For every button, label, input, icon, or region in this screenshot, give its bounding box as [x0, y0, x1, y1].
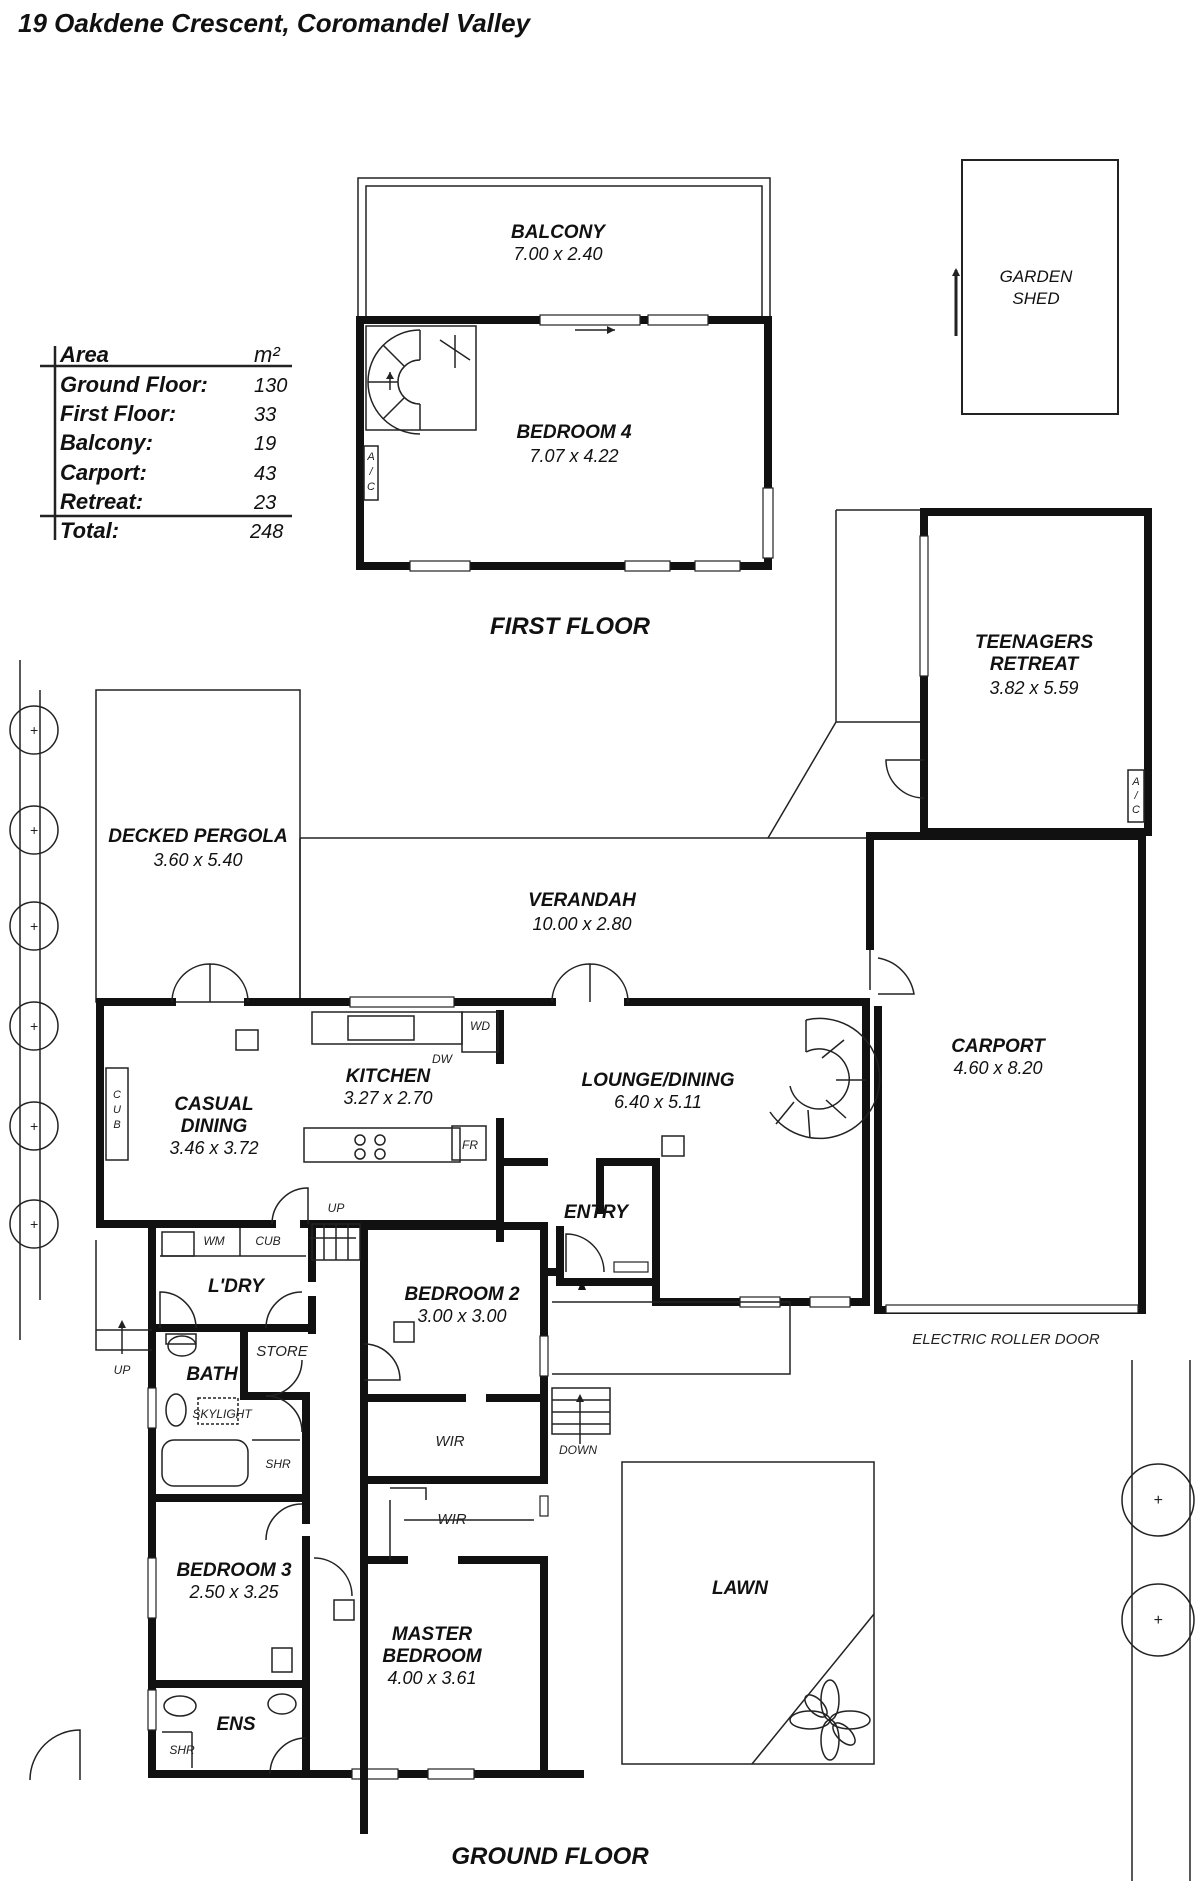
down-label: DOWN [559, 1443, 597, 1457]
casual-dining-label: CASUAL [174, 1094, 253, 1115]
wir-label: WIR [437, 1511, 466, 1528]
laundry-label: L'DRY [208, 1276, 266, 1297]
shed-label: SHED [1012, 289, 1059, 308]
balcony-label: BALCONY [511, 222, 607, 243]
property-title: 19 Oakdene Crescent, Coromandel Valley [18, 8, 532, 38]
area-row-value: 19 [254, 433, 276, 455]
bedroom2-label: BEDROOM 2 [404, 1284, 520, 1305]
tree-icon: + + + + + + [9, 660, 59, 1340]
verandah-dims: 10.00 x 2.80 [532, 914, 631, 934]
svg-text:+: + [1153, 1612, 1162, 1629]
kitchen-label: KITCHEN [346, 1066, 432, 1087]
ground-floor: + + + + + + + + DECKED PERGOLA 3.60 x 5.… [9, 508, 1195, 1881]
balcony-dims: 7.00 x 2.40 [513, 244, 602, 264]
lounge-dims: 6.40 x 5.11 [614, 1092, 702, 1112]
bedroom3-label: BEDROOM 3 [176, 1560, 292, 1581]
area-row-label: Ground Floor: [60, 372, 208, 397]
carport-label: CARPORT [951, 1036, 1046, 1057]
lawn-label: LAWN [712, 1578, 769, 1599]
cub-label: CUB [255, 1234, 280, 1248]
ac-letter: C [367, 481, 375, 493]
area-unit: m² [254, 342, 280, 367]
bedroom2-dims: 3.00 x 3.00 [417, 1306, 506, 1326]
store-label: STORE [256, 1343, 308, 1360]
casual-dining-dims: 3.46 x 3.72 [169, 1138, 258, 1158]
shr-label: SHR [265, 1457, 291, 1471]
entry-label: ENTRY [564, 1202, 630, 1223]
ac-letter: / [368, 466, 373, 478]
area-row-value: 130 [254, 375, 287, 397]
cub-letter: U [113, 1104, 121, 1116]
bedroom4-dims: 7.07 x 4.22 [529, 446, 618, 466]
area-total-label: Total: [60, 518, 119, 543]
retreat-dims: 3.82 x 5.59 [989, 678, 1078, 698]
ac-letter: A [1131, 776, 1139, 788]
retreat-label: TEENAGERS [975, 632, 1094, 653]
garden-shed: GARDEN SHED [952, 159, 1119, 415]
pergola-dims: 3.60 x 5.40 [153, 850, 242, 870]
svg-text:+: + [30, 1216, 38, 1232]
ac-letter: A [366, 451, 374, 463]
svg-text:+: + [1153, 1492, 1162, 1509]
area-table: Area m² Ground Floor: 130 First Floor: 3… [40, 342, 292, 543]
roller-door-label: ELECTRIC ROLLER DOOR [912, 1331, 1100, 1348]
shed-label: GARDEN [1000, 267, 1073, 286]
up-label: UP [328, 1201, 345, 1215]
area-header: Area [59, 342, 109, 367]
svg-text:+: + [30, 722, 38, 738]
pergola-label: DECKED PERGOLA [108, 826, 287, 847]
verandah-label: VERANDAH [528, 890, 637, 911]
wir-label: WIR [435, 1433, 464, 1450]
carport-dims: 4.60 x 8.20 [953, 1058, 1042, 1078]
tree-icon: + + [1121, 1360, 1195, 1881]
area-row-label: Retreat: [60, 489, 143, 514]
master-dims: 4.00 x 3.61 [387, 1668, 476, 1688]
svg-text:+: + [30, 918, 38, 934]
lounge-label: LOUNGE/DINING [581, 1070, 734, 1091]
first-floor: BALCONY 7.00 x 2.40 A / C BEDROOM 4 7.07… [356, 177, 774, 640]
bath-label: BATH [186, 1364, 239, 1385]
svg-text:+: + [30, 1118, 38, 1134]
bedroom4-label: BEDROOM 4 [516, 422, 632, 443]
cub-letter: C [113, 1089, 121, 1101]
area-row-label: Carport: [60, 460, 147, 485]
bedroom3-dims: 2.50 x 3.25 [188, 1582, 279, 1602]
shr-label: SHR [169, 1743, 195, 1757]
ground-floor-heading: GROUND FLOOR [451, 1843, 649, 1870]
master-label: BEDROOM [382, 1646, 482, 1667]
area-total-value: 248 [249, 521, 283, 543]
area-row-label: Balcony: [60, 430, 153, 455]
svg-text:+: + [30, 1018, 38, 1034]
first-floor-heading: FIRST FLOOR [490, 613, 651, 640]
skylight-label: SKYLIGHT [192, 1407, 253, 1421]
cub-letter: B [113, 1119, 120, 1131]
area-row-value: 23 [253, 492, 276, 514]
fr-label: FR [462, 1138, 478, 1152]
plant-icon [789, 1679, 871, 1761]
retreat-label: RETREAT [990, 654, 1080, 675]
kitchen-dims: 3.27 x 2.70 [343, 1088, 432, 1108]
svg-text:+: + [30, 822, 38, 838]
ac-letter: C [1132, 804, 1140, 816]
ac-letter: / [1133, 790, 1138, 802]
area-row-value: 33 [254, 404, 276, 426]
dw-label: DW [432, 1052, 454, 1066]
area-row-label: First Floor: [60, 401, 176, 426]
up-label: UP [114, 1363, 131, 1377]
casual-dining-label: DINING [181, 1116, 248, 1137]
wd-label: WD [470, 1019, 490, 1033]
ens-label: ENS [216, 1714, 255, 1735]
area-row-value: 43 [254, 463, 276, 485]
master-label: MASTER [392, 1624, 473, 1645]
wm-label: WM [203, 1234, 224, 1248]
